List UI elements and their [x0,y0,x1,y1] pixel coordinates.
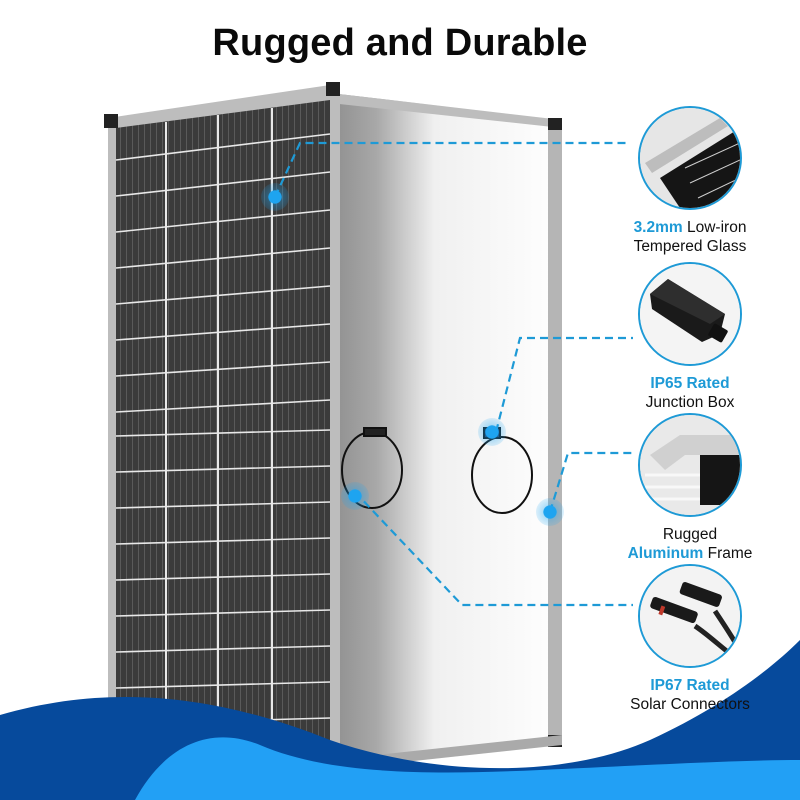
connector-icon [638,564,742,668]
bottom-wave-decoration [0,640,800,800]
glass-cells-icon [638,106,742,210]
feature-text: Rugged [662,526,718,543]
feature-junction-box: IP65 Rated Junction Box [600,262,780,412]
feature-solar-connectors: IP67 Rated Solar Connectors [600,564,780,714]
feature-text: Low-iron [682,219,747,236]
junction-box-icon [638,262,742,366]
feature-text: Frame [703,545,753,562]
feature-text: Solar Connectors [630,696,750,713]
feature-aluminum-frame: Rugged Aluminum Frame [600,413,780,563]
feature-text: Junction Box [645,394,735,411]
feature-highlight: IP67 Rated [650,677,730,694]
feature-highlight: IP65 Rated [650,375,730,392]
aluminum-frame-icon [638,413,742,517]
feature-highlight: Aluminum [627,545,704,562]
feature-highlight: 3.2mm [633,219,683,236]
callout-points [261,183,564,526]
page-title: Rugged and Durable [212,22,588,64]
panel-back-side [330,93,562,770]
feature-text: Tempered Glass [633,238,747,255]
feature-tempered-glass: 3.2mm Low-iron Tempered Glass [600,106,780,256]
panel-front-side [104,82,340,790]
callout-lines [274,141,633,607]
